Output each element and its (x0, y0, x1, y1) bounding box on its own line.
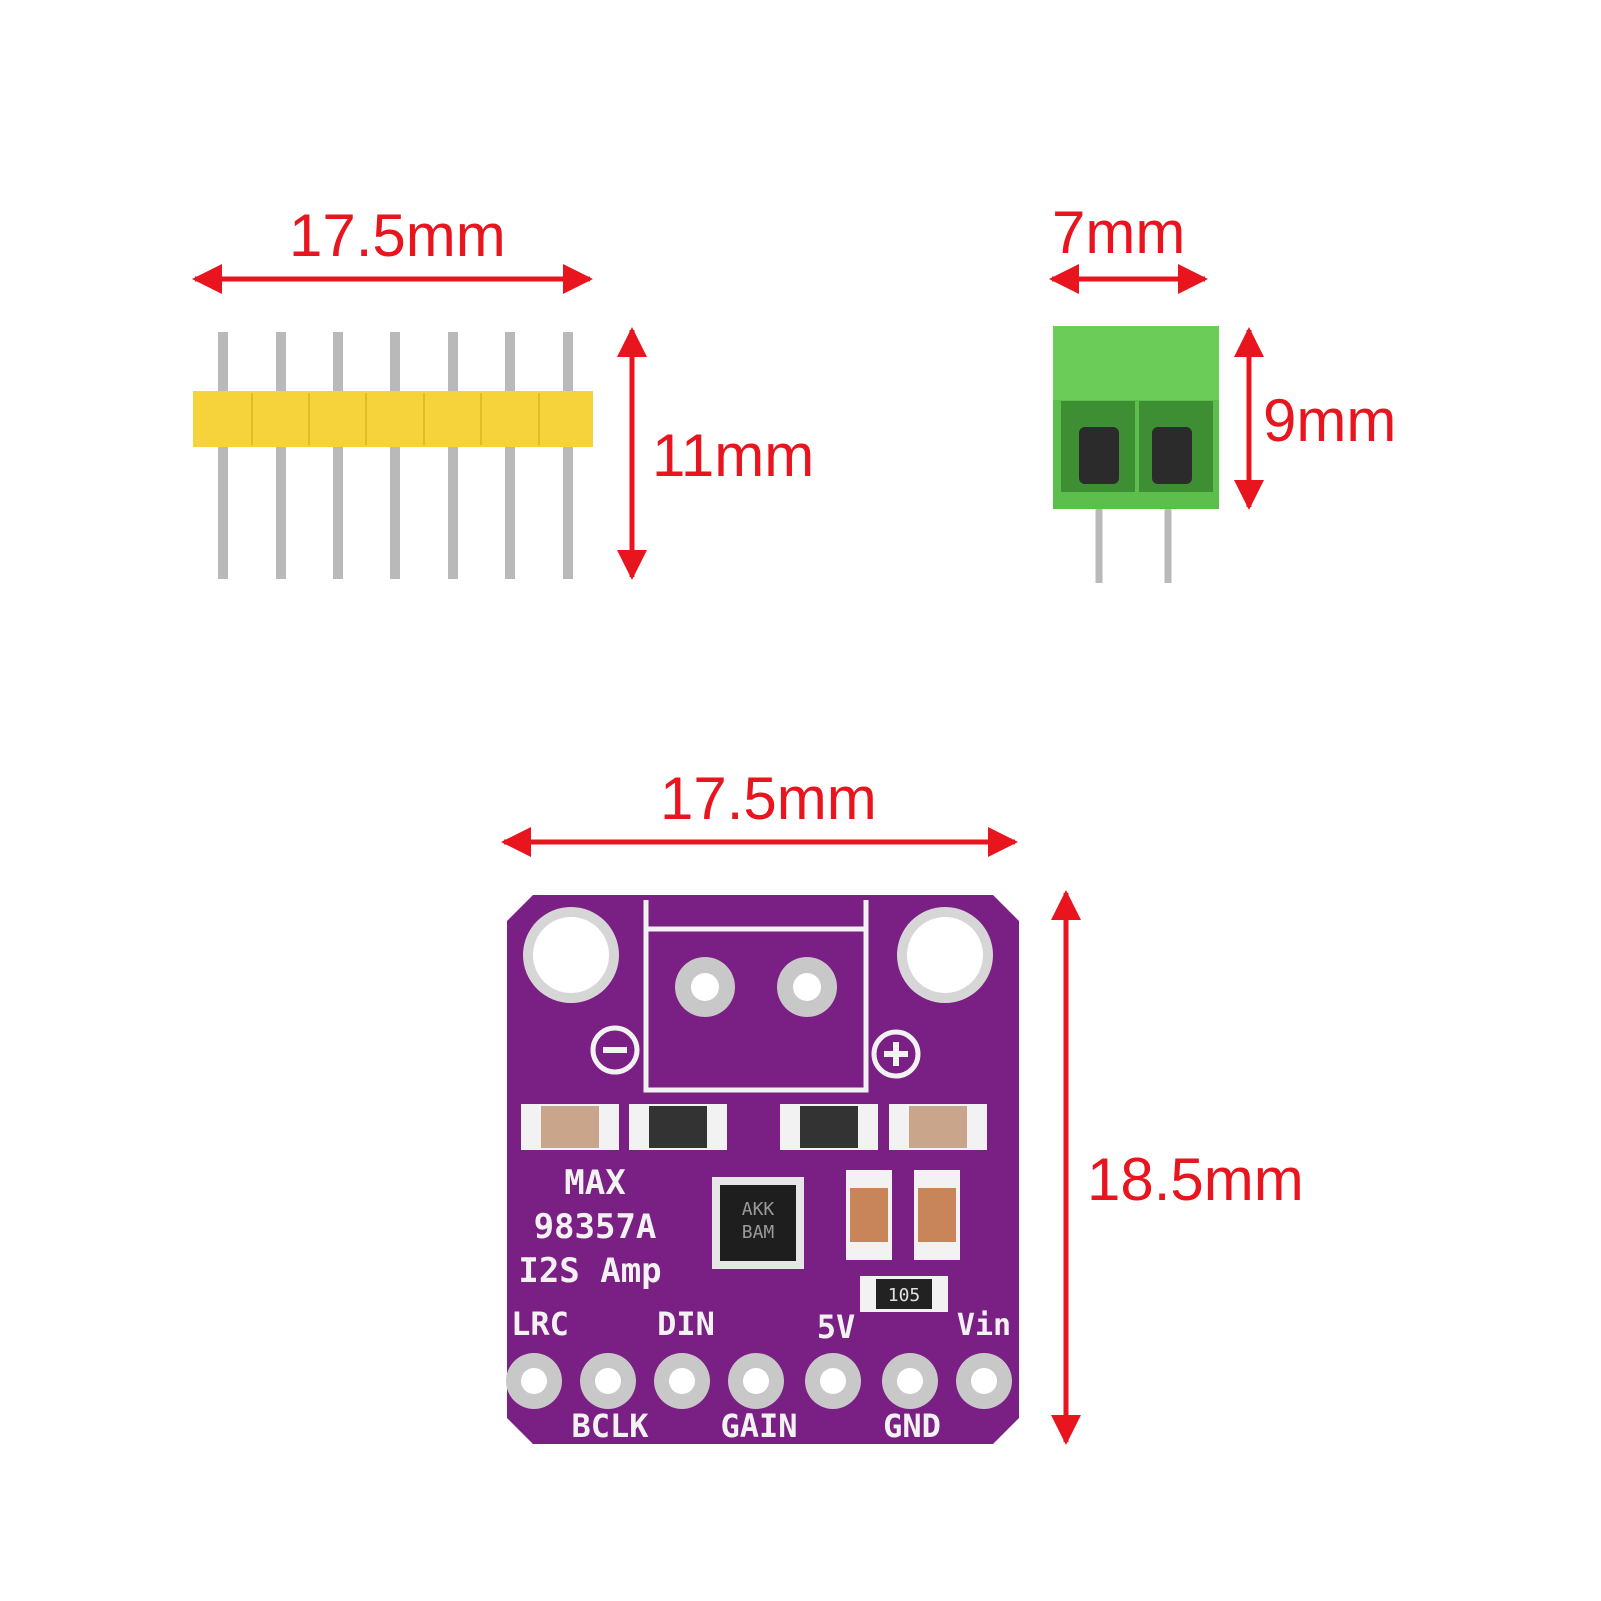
smd-resistor-2 (780, 1104, 878, 1150)
max98357a-chip: AKK BAM (712, 1177, 804, 1269)
terminal-height-label: 9mm (1263, 387, 1397, 454)
smd-capacitor-3 (846, 1170, 892, 1260)
smd-capacitor-1 (521, 1104, 619, 1150)
pin-label-din: DIN (657, 1305, 715, 1343)
pin-label-5v: 5V (817, 1308, 856, 1346)
board-title-line-2: 98357A (534, 1207, 657, 1247)
pin-header (193, 332, 593, 579)
pin-label-gain: GAIN (720, 1407, 797, 1445)
terminal-pad-right (777, 957, 837, 1017)
resistor-marking: 105 (888, 1285, 921, 1306)
smd-resistor-105: 105 (860, 1276, 948, 1312)
screw-terminal-block (1053, 326, 1219, 583)
pin-label-lrc: LRC (511, 1305, 569, 1343)
board-title-line-3: I2S Amp (518, 1251, 661, 1291)
smd-capacitor-2 (889, 1104, 987, 1150)
board-title-line-1: MAX (564, 1163, 626, 1203)
mounting-hole-right (897, 907, 993, 1003)
plus-polarity-icon (871, 1029, 921, 1079)
pin-header-width-label: 17.5mm (289, 202, 506, 269)
smd-resistor-1 (629, 1104, 727, 1150)
header-segment-lines (251, 393, 540, 445)
terminal-screw-left (1079, 427, 1119, 484)
header-pins (218, 332, 573, 579)
board-height-label: 18.5mm (1087, 1146, 1304, 1213)
terminal-screw-right (1152, 427, 1192, 484)
mounting-hole-left (523, 907, 619, 1003)
pin-label-vin: Vin (957, 1308, 1011, 1343)
terminal-footprint-outline (643, 900, 869, 1093)
pin-label-gnd: GND (883, 1407, 941, 1445)
board-width-label: 17.5mm (660, 765, 877, 832)
chip-marking-line-1: AKK (742, 1199, 775, 1220)
minus-polarity-icon (590, 1025, 640, 1075)
pin-header-height-label: 11mm (652, 422, 815, 489)
terminal-width-label: 7mm (1052, 199, 1186, 266)
header-pad-holes (521, 1368, 997, 1394)
smd-capacitor-4 (914, 1170, 960, 1260)
max98357a-board: 105 AKK BAM MAX 98357A I2S Amp LRC DIN 5… (506, 895, 1019, 1445)
terminal-pad-left (675, 957, 735, 1017)
pin-label-bclk: BCLK (571, 1407, 649, 1445)
chip-marking-line-2: BAM (742, 1222, 775, 1243)
header-plastic-body (193, 391, 593, 447)
